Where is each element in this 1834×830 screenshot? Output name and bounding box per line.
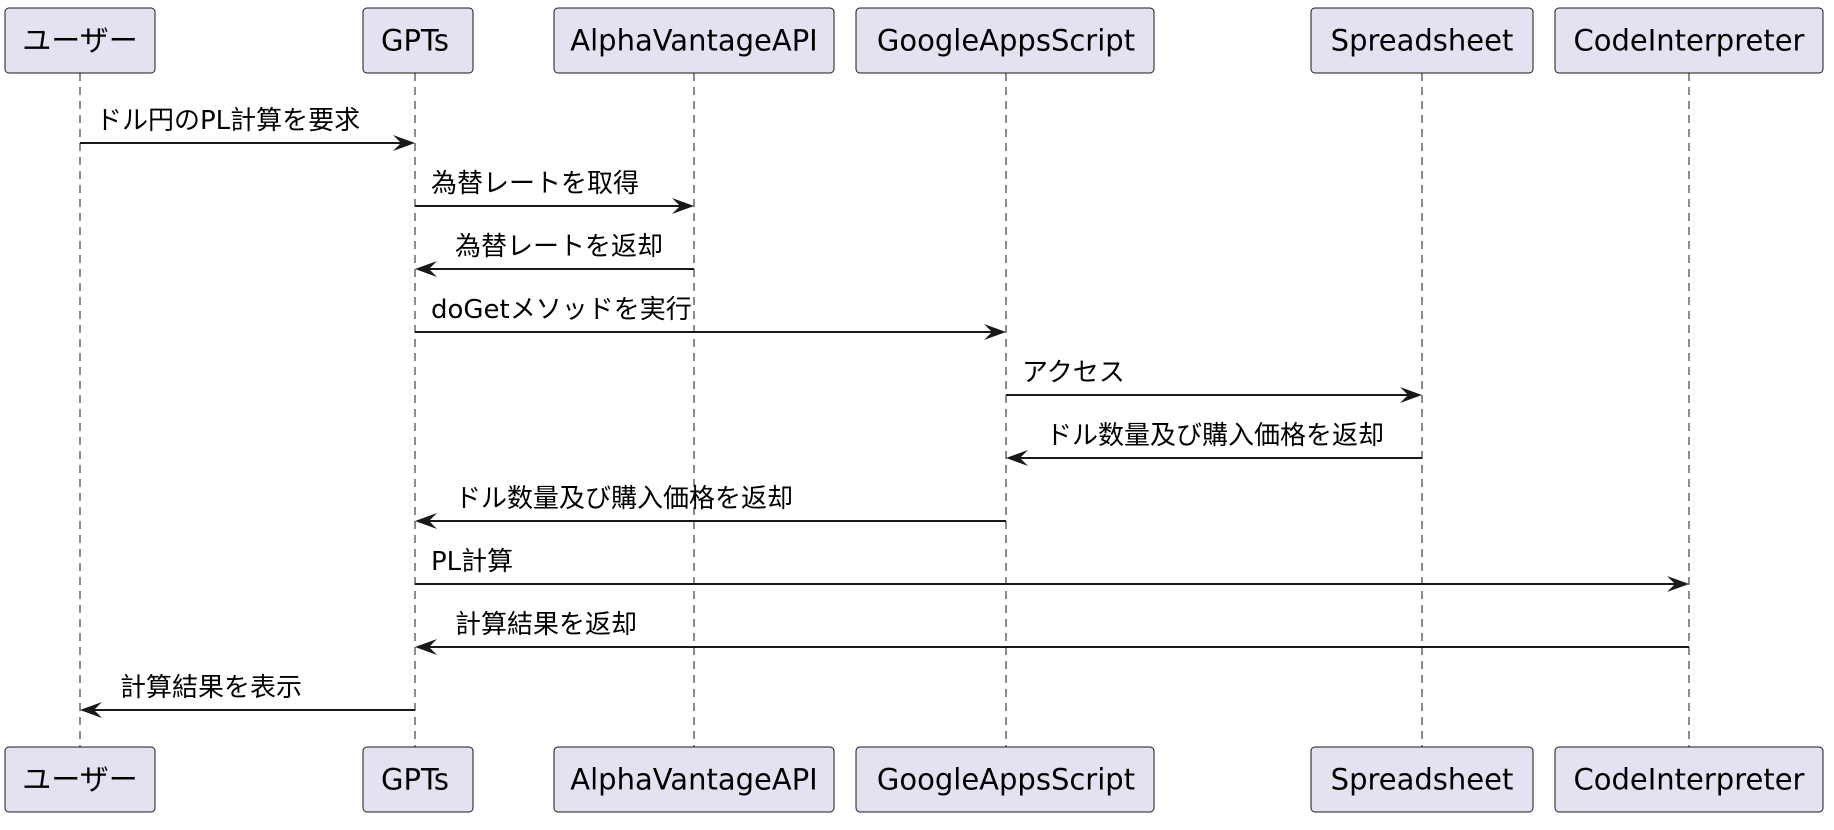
participant-alpha-top: AlphaVantageAPI bbox=[553, 7, 835, 74]
participant-label: GPTs bbox=[381, 24, 449, 58]
message-5: アクセス bbox=[1006, 358, 1422, 403]
participant-box bbox=[1554, 7, 1824, 74]
participant-gpts-top: GPTs bbox=[362, 7, 474, 74]
message-label: アクセス bbox=[1022, 358, 1125, 388]
message-9: 計算結果を返却 bbox=[415, 610, 1689, 655]
message-label: PL計算 bbox=[431, 547, 513, 577]
participant-gpts-bottom: GPTs bbox=[362, 746, 474, 813]
participant-code-top: CodeInterpreter bbox=[1554, 7, 1824, 74]
participants: ユーザーユーザーGPTsGPTsAlphaVantageAPIAlphaVant… bbox=[4, 7, 1824, 813]
participant-sheet-top: Spreadsheet bbox=[1310, 7, 1534, 74]
message-6: ドル数量及び購入価格を返却 bbox=[1006, 421, 1422, 466]
participant-box bbox=[855, 746, 1155, 813]
message-1: ドル円のPL計算を要求 bbox=[80, 106, 415, 151]
participant-box bbox=[362, 746, 474, 813]
message-label: ドル数量及び購入価格を返却 bbox=[455, 484, 793, 514]
participant-label: ユーザー bbox=[22, 763, 137, 797]
message-3: 為替レートを返却 bbox=[415, 232, 694, 277]
participant-label: GoogleAppsScript bbox=[877, 24, 1135, 58]
message-label: ドル円のPL計算を要求 bbox=[96, 106, 360, 136]
participant-user-bottom: ユーザー bbox=[4, 746, 156, 813]
participant-user-top: ユーザー bbox=[4, 7, 156, 74]
participant-label: AlphaVantageAPI bbox=[570, 763, 817, 797]
participant-box bbox=[553, 746, 835, 813]
participant-label: ユーザー bbox=[22, 24, 137, 58]
message-label: 計算結果を表示 bbox=[120, 673, 302, 703]
message-label: 計算結果を返却 bbox=[455, 610, 637, 640]
participant-label: Spreadsheet bbox=[1331, 763, 1514, 797]
message-7: ドル数量及び購入価格を返却 bbox=[415, 484, 1006, 529]
message-2: 為替レートを取得 bbox=[415, 169, 694, 214]
arrow-left-icon bbox=[80, 702, 102, 718]
arrow-right-icon bbox=[984, 324, 1006, 340]
participant-label: CodeInterpreter bbox=[1574, 24, 1805, 58]
message-label: 為替レートを取得 bbox=[431, 169, 639, 199]
message-label: doGetメソッドを実行 bbox=[431, 295, 692, 325]
participant-box bbox=[362, 7, 474, 74]
lifelines bbox=[79, 73, 1690, 747]
participant-box bbox=[4, 746, 156, 813]
participant-gas-bottom: GoogleAppsScript bbox=[855, 746, 1155, 813]
arrow-left-icon bbox=[415, 261, 437, 277]
participant-box bbox=[553, 7, 835, 74]
arrow-right-icon bbox=[393, 135, 415, 151]
participant-alpha-bottom: AlphaVantageAPI bbox=[553, 746, 835, 813]
message-10: 計算結果を表示 bbox=[80, 673, 415, 718]
arrow-left-icon bbox=[415, 513, 437, 529]
message-label: 為替レートを返却 bbox=[455, 232, 663, 262]
participant-label: CodeInterpreter bbox=[1574, 763, 1805, 797]
participant-sheet-bottom: Spreadsheet bbox=[1310, 746, 1534, 813]
participant-gas-top: GoogleAppsScript bbox=[855, 7, 1155, 74]
arrow-right-icon bbox=[1400, 387, 1422, 403]
participant-box bbox=[855, 7, 1155, 74]
message-label: ドル数量及び購入価格を返却 bbox=[1046, 421, 1384, 451]
participant-box bbox=[1310, 7, 1534, 74]
message-8: PL計算 bbox=[415, 547, 1689, 592]
participant-label: Spreadsheet bbox=[1331, 24, 1514, 58]
arrow-left-icon bbox=[1006, 450, 1028, 466]
participant-label: GoogleAppsScript bbox=[877, 763, 1135, 797]
participant-label: GPTs bbox=[381, 763, 449, 797]
participant-box bbox=[1310, 746, 1534, 813]
participant-box bbox=[1554, 746, 1824, 813]
message-4: doGetメソッドを実行 bbox=[415, 295, 1006, 340]
arrow-right-icon bbox=[1667, 576, 1689, 592]
participant-code-bottom: CodeInterpreter bbox=[1554, 746, 1824, 813]
arrow-right-icon bbox=[672, 198, 694, 214]
arrow-left-icon bbox=[415, 639, 437, 655]
participant-box bbox=[4, 7, 156, 74]
participant-label: AlphaVantageAPI bbox=[570, 24, 817, 58]
